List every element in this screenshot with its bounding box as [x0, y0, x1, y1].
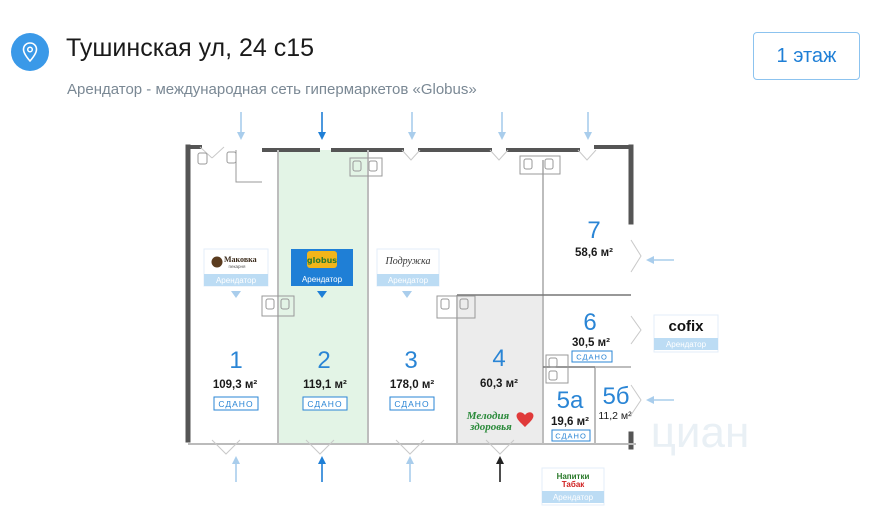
location-pin-icon: [11, 33, 49, 71]
tenant-napitki[interactable]: Напитки Табак Арендатор: [541, 467, 605, 506]
location-pin-glyph: [22, 42, 38, 62]
unit-2-number: 2: [317, 347, 330, 374]
unit-6-status: СДАНО: [576, 353, 608, 362]
unit-7-number: 7: [587, 217, 600, 244]
unit-2-highlight[interactable]: [278, 150, 368, 444]
unit-7-area: 58,6 м²: [575, 247, 613, 259]
tenant-makovka[interactable]: Маковка пекарня Арендатор: [203, 248, 269, 287]
globus-tenant-label: Арендатор: [302, 275, 343, 284]
interior-walls: [277, 150, 631, 444]
door-swings: [199, 146, 642, 455]
unit-5a-status: СДАНО: [555, 432, 587, 441]
unit-4-area: 60,3 м²: [480, 378, 518, 390]
outer-walls: [185, 144, 634, 450]
unit-5a-area: 19,6 м²: [551, 416, 589, 428]
cofix-tenant-label: Арендатор: [666, 340, 707, 349]
tenant-podruzhka[interactable]: Подружка Арендатор: [376, 248, 440, 287]
globus-logo-badge: [307, 251, 337, 268]
globus-logo: globus: [307, 256, 337, 265]
unit-5a[interactable]: 5а 19,6 м² СДАНО: [551, 387, 591, 442]
melodiya-logo-line1: Мелодия: [466, 410, 510, 422]
unit-4-number: 4: [492, 345, 505, 372]
podruzhka-logo: Подружка: [385, 256, 431, 267]
unit-3[interactable]: 3 178,0 м² СДАНО: [389, 347, 435, 411]
podruzhka-tenant-label: Арендатор: [388, 276, 429, 285]
entrance-arrows: [232, 112, 674, 482]
unit-1-area: 109,3 м²: [213, 379, 257, 391]
unit-6-number: 6: [583, 309, 596, 336]
tenant-pointer-globus: [317, 291, 327, 298]
page-title: Тушинская ул, 24 с15: [66, 34, 315, 62]
unit-3-number: 3: [404, 347, 417, 374]
napitki-logo-line2: Табак: [562, 480, 586, 489]
tenant-cofix[interactable]: cofix Арендатор: [653, 314, 719, 353]
makovka-logo-sub: пекарня: [229, 264, 246, 269]
page-subtitle: Арендатор - международная сеть гипермарк…: [67, 81, 477, 98]
tenant-globus[interactable]: globus Арендатор: [291, 249, 353, 286]
unit-3-area: 178,0 м²: [390, 379, 434, 391]
unit-7[interactable]: 7 58,6 м²: [575, 217, 613, 259]
unit-2-area: 119,1 м²: [303, 379, 347, 391]
cofix-logo: cofix: [668, 318, 704, 335]
floor-selector-button[interactable]: 1 этаж: [753, 32, 860, 80]
unit-5b[interactable]: 5б 11,2 м²: [598, 383, 632, 422]
unit-3-status: СДАНО: [394, 399, 429, 409]
heart-icon: [516, 412, 534, 427]
unit-5b-number: 5б: [602, 383, 629, 410]
napitki-logo-line1: Напитки: [557, 472, 590, 481]
unit-4[interactable]: 4 60,3 м²: [480, 345, 518, 390]
unit-6[interactable]: 6 30,5 м² СДАНО: [571, 309, 613, 363]
washroom-fixtures: [197, 150, 569, 384]
makovka-tenant-label: Арендатор: [216, 276, 257, 285]
tenant-pointer-makovka: [231, 291, 241, 298]
unit-5a-number: 5а: [557, 387, 584, 414]
unit-2-status: СДАНО: [307, 399, 342, 409]
napitki-tenant-label: Арендатор: [553, 493, 594, 502]
makovka-logo: Маковка: [224, 255, 257, 264]
unit-1-number: 1: [229, 347, 242, 374]
unit-2[interactable]: 2 119,1 м² СДАНО: [302, 347, 348, 411]
unit-6-area: 30,5 м²: [572, 337, 610, 349]
unit-5b-area: 11,2 м²: [598, 410, 632, 422]
tenant-melodiya[interactable]: Мелодия здоровья: [466, 410, 534, 433]
melodiya-logo-line2: здоровья: [469, 421, 512, 433]
unit-1-status: СДАНО: [218, 399, 253, 409]
makovka-logo-icon: [211, 256, 223, 268]
unit-1[interactable]: 1 109,3 м² СДАНО: [213, 347, 259, 411]
watermark: циан: [651, 408, 750, 457]
tenant-pointer-podruzhka: [402, 291, 412, 298]
